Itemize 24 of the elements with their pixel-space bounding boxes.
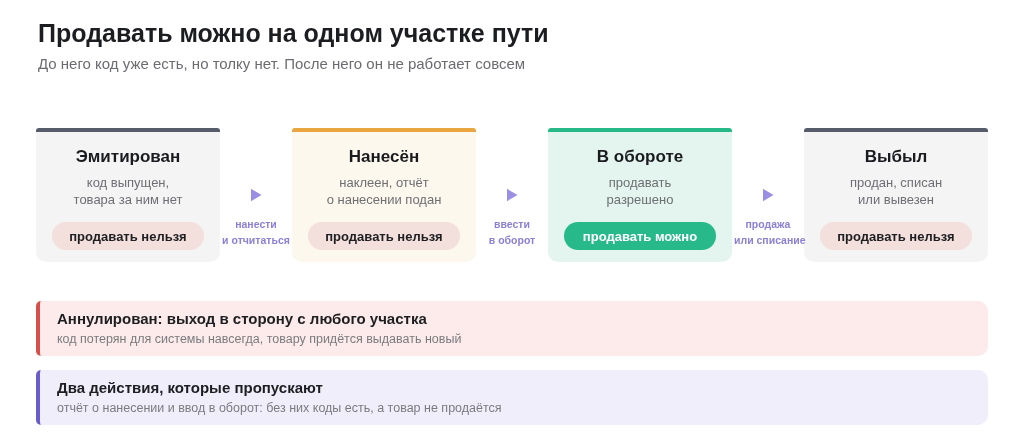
note-panel <box>36 301 988 356</box>
card-description: продан, списан или вывезен <box>849 174 943 208</box>
state-card <box>548 128 732 262</box>
card-description: наклеен, отчёт о нанесении подан <box>326 174 442 208</box>
card-title: В обороте <box>596 146 684 168</box>
card-description: код выпущен, товара за ним нет <box>73 174 183 208</box>
card-title: Выбыл <box>864 146 928 168</box>
status-tag: продавать нельзя <box>308 222 460 250</box>
state-card <box>36 128 220 262</box>
card-description: продавать разрешено <box>606 174 674 208</box>
note-panel <box>36 370 988 425</box>
subtitle: До него код уже есть, но толку нет. После него он не работает совсем <box>38 54 526 74</box>
state-card <box>292 128 476 262</box>
note-heading: Аннулирован: выход в сторону с любого участка <box>57 309 428 329</box>
diagram-title: Продавать можно на одном участке пути <box>38 18 549 49</box>
status-tag: продавать нельзя <box>820 222 972 250</box>
note-text: отчёт о нанесении и ввод в оборот: без них коды есть, а товар не продаётся <box>57 400 503 416</box>
status-tag: продавать нельзя <box>52 222 204 250</box>
state-card <box>804 128 988 262</box>
note-heading: Два действия, которые пропускают <box>57 378 324 398</box>
card-title: Нанесён <box>348 146 420 168</box>
status-tag: продавать можно <box>564 222 716 250</box>
note-text: код потерян для системы навсегда, товару придётся выдавать новый <box>57 331 463 347</box>
card-title: Эмитирован <box>75 146 181 168</box>
